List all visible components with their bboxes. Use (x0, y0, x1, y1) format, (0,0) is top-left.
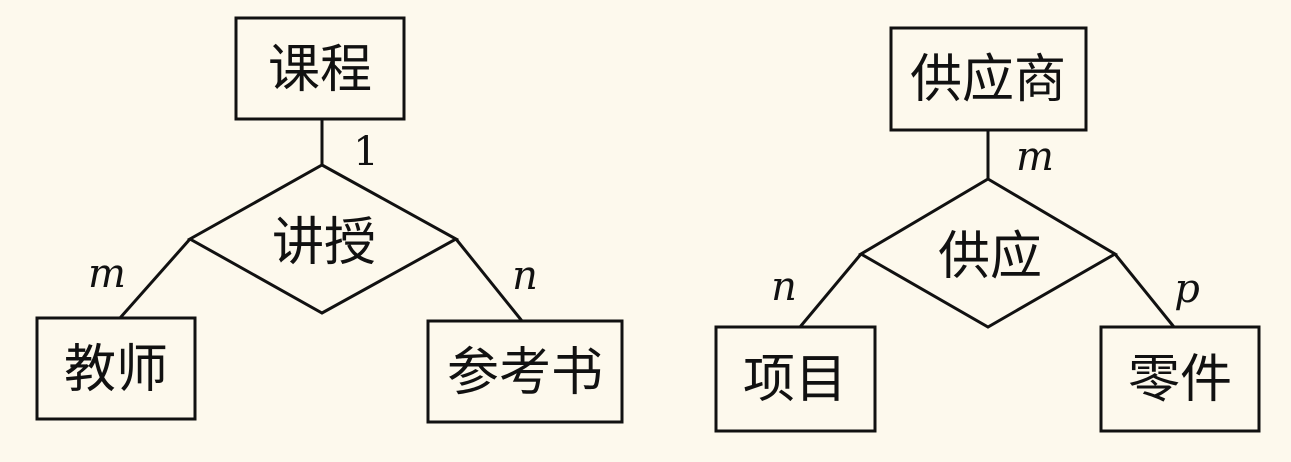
entity-reference-book: 参考书 (426, 319, 624, 424)
relationship-supply-diamond (858, 177, 1118, 329)
entity-part-label: 零件 (1128, 350, 1232, 410)
cardinality-part: p (1174, 266, 1200, 312)
relationship-teach: 讲授 (186, 163, 460, 315)
relationship-supply-label: 供应 (938, 227, 1042, 287)
relationship-supply: 供应 (858, 177, 1118, 329)
entity-teacher-label: 教师 (64, 340, 168, 400)
edge-teach-teacher (118, 238, 192, 319)
relationship-teach-label: 讲授 (272, 213, 376, 273)
entity-course-label: 课程 (268, 40, 372, 100)
relationship-teach-diamond (186, 163, 460, 315)
entity-teacher-box (35, 316, 197, 421)
entity-course: 课程 (234, 16, 406, 121)
entity-reference-book-box (426, 319, 624, 424)
cardinality-teacher: m (88, 251, 126, 297)
cardinality-supplier: m (1016, 134, 1054, 180)
edge-supply-project (798, 253, 863, 328)
er-diagram-teaching: 课程 讲授 教师 参考书 1 m n (35, 16, 624, 424)
entity-supplier-box (889, 26, 1088, 132)
cardinality-reference-book: n (512, 253, 538, 299)
entity-supplier-label: 供应商 (910, 50, 1066, 110)
entity-project: 项目 (714, 325, 877, 433)
er-diagram-supply: 供应商 供应 项目 零件 m n p (714, 26, 1261, 433)
entity-part: 零件 (1099, 325, 1261, 433)
entity-project-box (714, 325, 877, 433)
entity-course-box (234, 16, 406, 121)
cardinality-project: n (771, 264, 797, 310)
edge-teach-reference-book (454, 238, 524, 322)
entity-teacher: 教师 (35, 316, 197, 421)
entity-project-label: 项目 (743, 350, 847, 410)
entity-supplier: 供应商 (889, 26, 1088, 132)
entity-part-box (1099, 325, 1261, 433)
entity-reference-book-label: 参考书 (447, 343, 603, 403)
cardinality-course: 1 (353, 129, 378, 175)
edge-supply-part (1113, 253, 1176, 328)
